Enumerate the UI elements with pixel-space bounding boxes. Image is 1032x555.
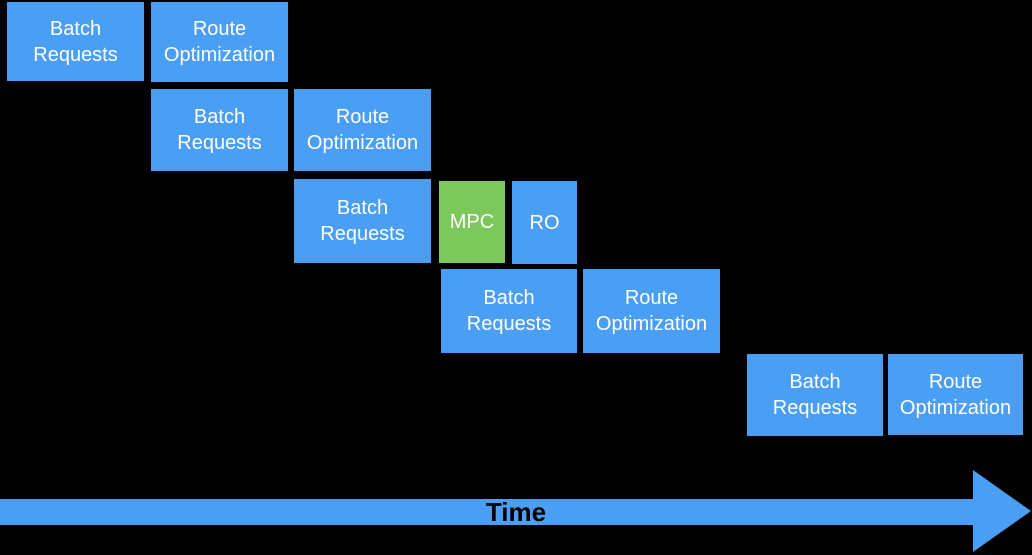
box-route-optimization-2: Route Optimization [294, 89, 431, 171]
box-batch-requests-3: Batch Requests [294, 179, 431, 263]
box-batch-requests-4: Batch Requests [441, 269, 577, 353]
box-route-optimization-3: Route Optimization [583, 269, 720, 353]
box-batch-requests-2: Batch Requests [151, 89, 288, 171]
box-route-optimization-1: Route Optimization [151, 2, 288, 82]
box-batch-requests-5: Batch Requests [747, 354, 883, 436]
box-mpc: MPC [439, 181, 505, 263]
box-ro: RO [512, 181, 577, 264]
box-batch-requests-1: Batch Requests [7, 2, 144, 81]
box-route-optimization-4: Route Optimization [888, 354, 1023, 435]
